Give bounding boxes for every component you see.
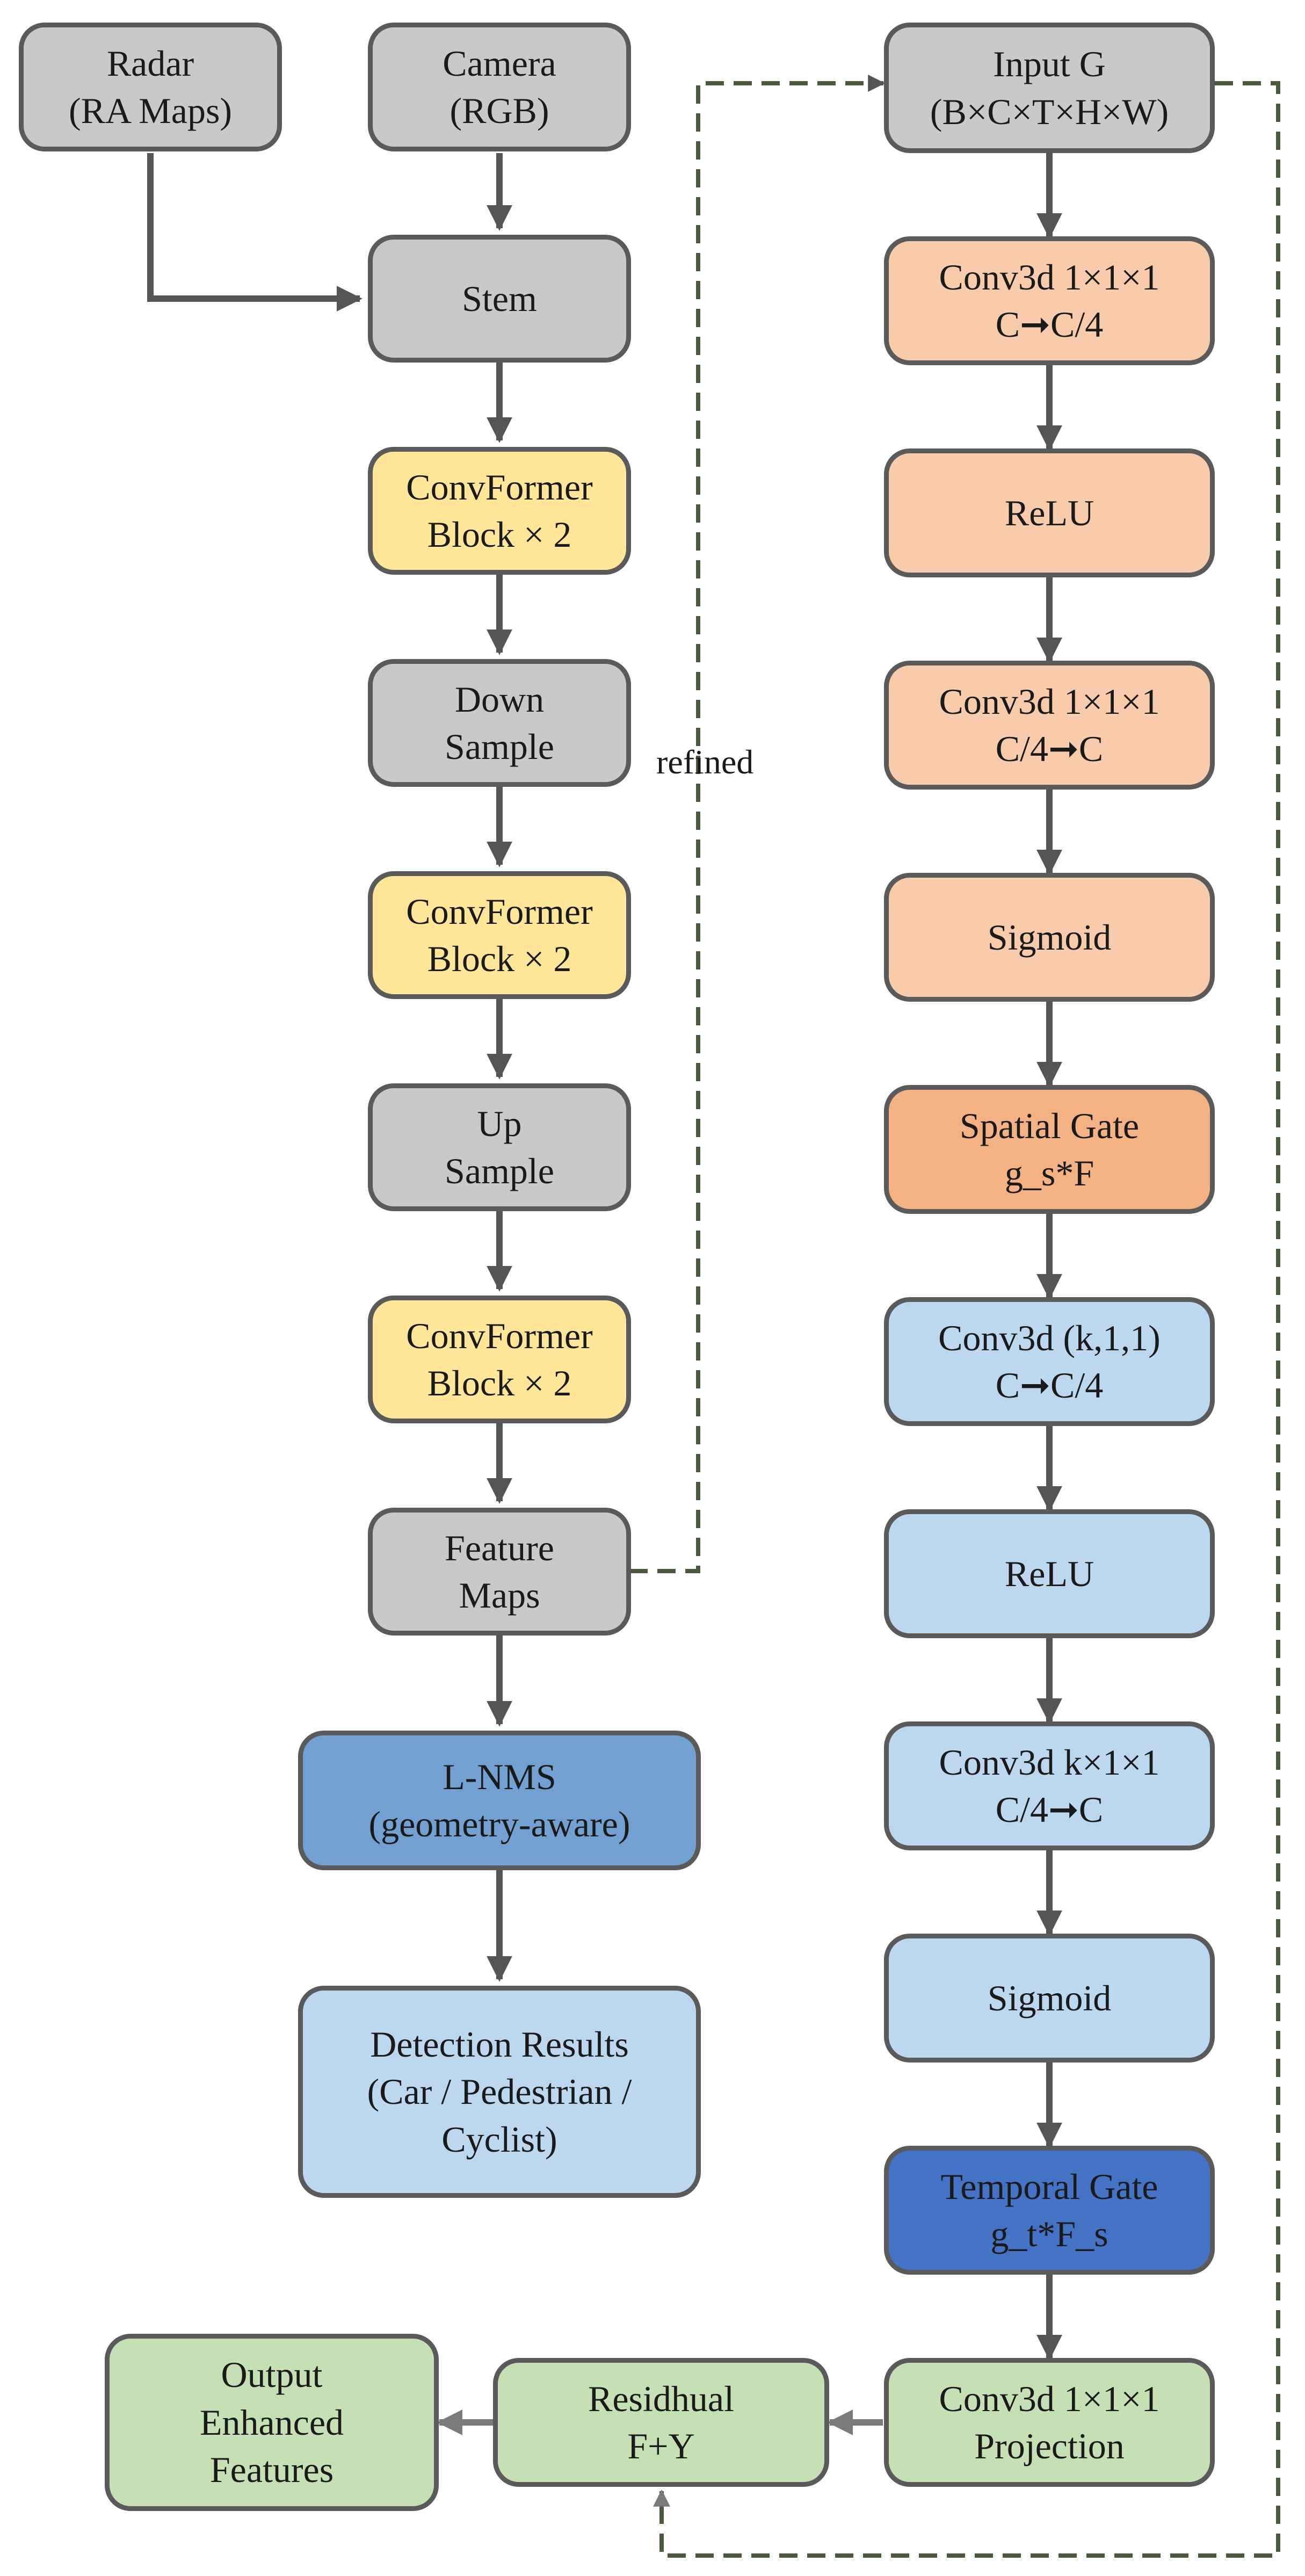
node-spatial-conv3d-reduce-line2: C➞C/4 xyxy=(995,304,1104,345)
node-spatial-conv3d-expand: Conv3d 1×1×1 C/4➞C xyxy=(884,661,1215,790)
node-input-g: Input G (B×C×T×H×W) xyxy=(884,23,1215,153)
node-feature-maps-line1: Feature xyxy=(445,1527,554,1568)
node-convformer-block-3: ConvFormer Block × 2 xyxy=(368,1296,631,1423)
node-output: Output Enhanced Features xyxy=(105,2334,439,2511)
node-detection-results-line2: (Car / Pedestrian / xyxy=(367,2071,632,2112)
node-spatial-sigmoid-line1: Sigmoid xyxy=(987,916,1112,958)
node-temporal-conv3d-reduce: Conv3d (k,1,1) C➞C/4 xyxy=(884,1297,1215,1426)
node-up-sample: Up Sample xyxy=(368,1083,631,1211)
node-convformer-block-3-line1: ConvFormer xyxy=(406,1315,593,1356)
node-convformer-block-1-line1: ConvFormer xyxy=(406,466,593,508)
node-temporal-relu-line1: ReLU xyxy=(1004,1553,1094,1594)
node-spatial-conv3d-expand-line1: Conv3d 1×1×1 xyxy=(939,681,1160,722)
node-convformer-block-1-line2: Block × 2 xyxy=(427,514,572,555)
node-residual: Residhual F+Y xyxy=(493,2358,829,2487)
node-spatial-relu-line1: ReLU xyxy=(1004,492,1094,533)
node-output-line2: Enhanced xyxy=(199,2401,344,2443)
node-temporal-sigmoid: Sigmoid xyxy=(884,1934,1215,2063)
node-feature-maps: Feature Maps xyxy=(368,1508,631,1636)
node-convformer-block-1: ConvFormer Block × 2 xyxy=(368,447,631,575)
edge-radar-to-stem xyxy=(147,153,363,312)
node-temporal-conv3d-expand-line1: Conv3d k×1×1 xyxy=(939,1741,1160,1783)
node-temporal-conv3d-expand: Conv3d k×1×1 C/4➞C xyxy=(884,1721,1215,1850)
edge-skip-dashed xyxy=(653,81,1280,2558)
node-spatial-conv3d-reduce: Conv3d 1×1×1 C➞C/4 xyxy=(884,236,1215,365)
node-input-g-line2: (B×C×T×H×W) xyxy=(930,91,1169,132)
node-spatial-conv3d-reduce-line1: Conv3d 1×1×1 xyxy=(939,256,1160,298)
node-l-nms-line2: (geometry-aware) xyxy=(368,1804,630,1844)
node-temporal-conv3d-reduce-line1: Conv3d (k,1,1) xyxy=(938,1317,1161,1358)
node-spatial-gate-line2: g_s*F xyxy=(1004,1153,1094,1193)
refined-label: refined xyxy=(656,743,754,781)
node-output-line1: Output xyxy=(221,2354,323,2396)
node-up-sample-line2: Sample xyxy=(445,1150,554,1191)
node-projection-line2: Projection xyxy=(974,2426,1125,2466)
node-down-sample-line2: Sample xyxy=(445,726,554,767)
node-stem-line1: Stem xyxy=(462,278,537,319)
node-camera: Camera (RGB) xyxy=(368,23,631,151)
node-l-nms-line1: L-NMS xyxy=(443,1756,556,1797)
node-temporal-sigmoid-line1: Sigmoid xyxy=(987,1977,1112,2018)
node-convformer-block-2-line2: Block × 2 xyxy=(427,938,572,979)
node-down-sample: Down Sample xyxy=(368,659,631,787)
node-residual-line2: F+Y xyxy=(627,2426,695,2466)
node-feature-maps-line2: Maps xyxy=(459,1575,540,1616)
node-radar-line2: (RA Maps) xyxy=(68,90,233,131)
node-output-line3: Features xyxy=(209,2449,334,2491)
node-detection-results-line1: Detection Results xyxy=(370,2023,629,2065)
edge-refined-dashed xyxy=(629,75,886,1573)
node-down-sample-line1: Down xyxy=(454,678,545,720)
node-convformer-block-2-line1: ConvFormer xyxy=(406,891,593,932)
node-projection-line1: Conv3d 1×1×1 xyxy=(939,2378,1160,2419)
node-projection: Conv3d 1×1×1 Projection xyxy=(884,2358,1215,2487)
node-spatial-conv3d-expand-line2: C/4➞C xyxy=(995,728,1104,769)
node-camera-line2: (RGB) xyxy=(450,90,549,131)
node-radar: Radar (RA Maps) xyxy=(19,23,282,151)
node-temporal-conv3d-expand-line2: C/4➞C xyxy=(995,1789,1104,1830)
node-stem: Stem xyxy=(368,235,631,363)
node-temporal-gate: Temporal Gate g_t*F_s xyxy=(884,2146,1215,2275)
node-convformer-block-2: ConvFormer Block × 2 xyxy=(368,871,631,999)
node-input-g-line1: Input G xyxy=(993,44,1106,85)
node-detection-results: Detection Results (Car / Pedestrian / Cy… xyxy=(298,1986,701,2198)
node-temporal-relu: ReLU xyxy=(884,1509,1215,1638)
node-residual-line1: Residhual xyxy=(588,2378,734,2419)
node-radar-line1: Radar xyxy=(106,42,194,84)
node-temporal-gate-line1: Temporal Gate xyxy=(940,2166,1158,2207)
node-temporal-conv3d-reduce-line2: C➞C/4 xyxy=(995,1365,1104,1406)
node-spatial-sigmoid: Sigmoid xyxy=(884,873,1215,1002)
node-up-sample-line1: Up xyxy=(477,1103,522,1144)
node-detection-results-line3: Cyclist) xyxy=(441,2118,557,2160)
node-l-nms: L-NMS (geometry-aware) xyxy=(298,1731,701,1870)
node-temporal-gate-line2: g_t*F_s xyxy=(990,2213,1108,2254)
node-camera-line1: Camera xyxy=(443,42,556,84)
node-spatial-relu: ReLU xyxy=(884,448,1215,577)
node-spatial-gate: Spatial Gate g_s*F xyxy=(884,1085,1215,1214)
node-spatial-gate-line1: Spatial Gate xyxy=(959,1105,1140,1146)
node-convformer-block-3-line2: Block × 2 xyxy=(427,1363,572,1403)
